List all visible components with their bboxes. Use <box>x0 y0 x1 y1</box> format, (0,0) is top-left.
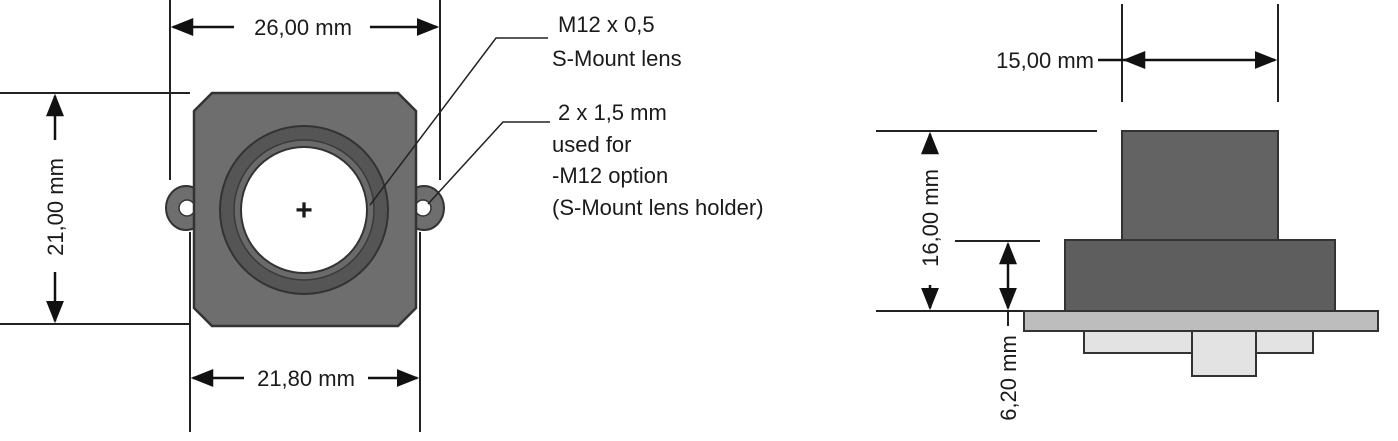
label-total-height: 16,00 mm <box>918 169 943 267</box>
front-view: + 26,00 mm 21,80 mm 21,00 mm <box>0 0 550 432</box>
leader-holes <box>427 121 550 205</box>
callout-holes: 2 x 1,5 mm used for -M12 option (S-Mount… <box>552 100 764 220</box>
label-width-outer: 26,00 mm <box>254 15 352 40</box>
dimension-base-height: 6,20 mm <box>996 241 1021 421</box>
callout-lens: M12 x 0,5 S-Mount lens <box>552 12 682 71</box>
side-view: 15,00 mm 16,00 mm 6,20 mm <box>876 4 1379 421</box>
label-top-width: 15,00 mm <box>996 48 1094 73</box>
label-height: 21,00 mm <box>43 158 68 256</box>
callout-holes-line-3: -M12 option <box>552 163 668 188</box>
callout-lens-line-1: M12 x 0,5 <box>558 12 655 37</box>
circuit-board <box>1023 310 1379 332</box>
center-mark: + <box>295 194 313 227</box>
dimension-width-inner: 21,80 mm <box>190 366 420 391</box>
callout-holes-line-2: used for <box>552 132 632 157</box>
dimension-height: 21,00 mm <box>43 93 68 324</box>
label-base-height: 6,20 mm <box>996 335 1021 421</box>
dimension-total-height: 16,00 mm <box>918 131 943 311</box>
dimension-width-outer: 26,00 mm <box>170 15 440 40</box>
dimension-top-width: 15,00 mm <box>996 48 1278 73</box>
holder-base <box>1064 239 1336 312</box>
callout-holes-line-4: (S-Mount lens holder) <box>552 195 764 220</box>
holder-barrel <box>1121 130 1279 241</box>
connector-front <box>1191 329 1257 377</box>
leader-lens <box>369 37 548 206</box>
label-width-inner: 21,80 mm <box>257 366 355 391</box>
callout-lens-line-2: S-Mount lens <box>552 46 682 71</box>
lens-aperture <box>240 146 368 274</box>
callout-holes-line-1: 2 x 1,5 mm <box>558 100 667 125</box>
